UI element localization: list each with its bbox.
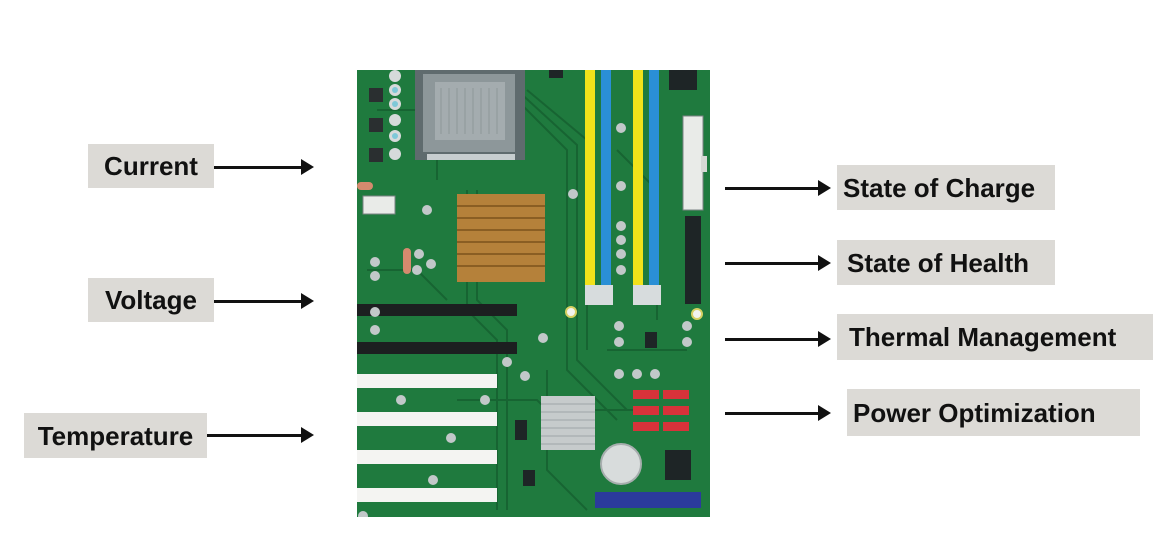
arrow-voltage <box>214 293 314 309</box>
label-current: Current <box>88 144 214 188</box>
label-state-of-charge: State of Charge <box>837 165 1055 210</box>
arrow-thermal-management <box>725 331 831 347</box>
motherboard-illustration <box>357 70 710 517</box>
arrow-temperature <box>207 427 314 443</box>
arrow-state-of-charge <box>725 180 831 196</box>
label-temperature: Temperature <box>24 413 207 458</box>
label-thermal-management: Thermal Management <box>837 314 1153 360</box>
arrow-power-optimization <box>725 405 831 421</box>
arrow-state-of-health <box>725 255 831 271</box>
label-power-optimization: Power Optimization <box>847 389 1140 436</box>
label-state-of-health: State of Health <box>837 240 1055 285</box>
arrow-current <box>214 159 314 175</box>
label-voltage: Voltage <box>88 278 214 322</box>
